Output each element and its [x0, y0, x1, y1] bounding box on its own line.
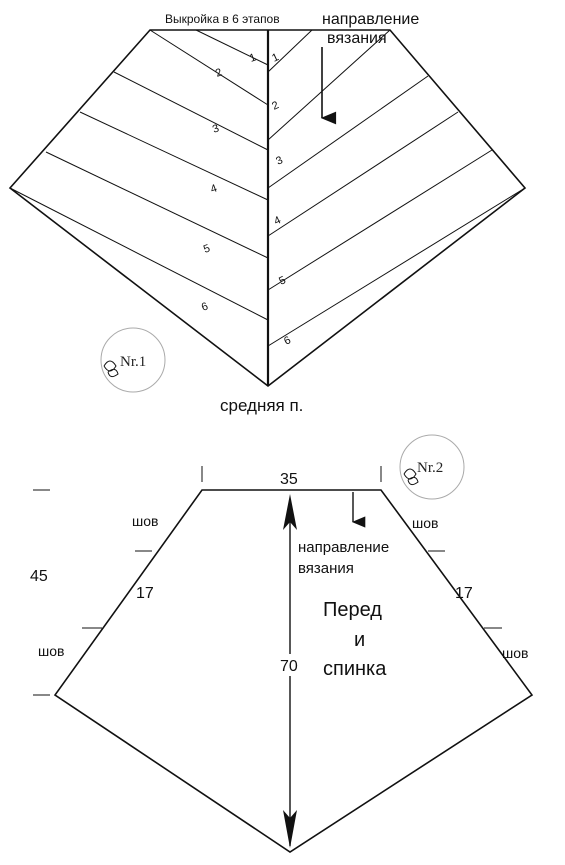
pattern1-stamp: Nr.1 — [100, 327, 166, 393]
left-step-4: 4 — [209, 182, 219, 195]
pattern1-direction-line2: вязания — [327, 30, 387, 47]
stamp-swirl-icon — [403, 468, 419, 486]
right-step-6: 6 — [282, 334, 293, 347]
seam-top-right: шов — [412, 515, 438, 531]
center-label-line1: Перед — [323, 599, 382, 621]
seam-bottom-left: шов — [38, 643, 64, 659]
stamp-swirl-icon — [103, 360, 119, 378]
left-step-6: 6 — [200, 300, 210, 313]
left-step-1: 1 — [248, 51, 258, 64]
length-arrow-top — [283, 494, 297, 530]
length-label: 70 — [280, 658, 298, 675]
pattern2-stamp: Nr.2 — [399, 434, 465, 500]
side-right-label: 17 — [455, 585, 473, 602]
pattern1-bottom-label: средняя п. — [220, 396, 303, 415]
height-left-label: 45 — [30, 568, 48, 585]
pattern1-title: Выкройка в 6 этапов — [165, 12, 280, 26]
left-step-5: 5 — [202, 242, 212, 255]
pattern1-direction-line1: направление — [322, 11, 419, 28]
right-step-1: 1 — [270, 51, 281, 64]
pattern1-left-step-numbers: 1 2 3 4 5 6 — [200, 51, 258, 313]
left-step-3: 3 — [211, 122, 221, 135]
right-step-3: 3 — [274, 154, 285, 167]
pattern2-outline — [53, 489, 534, 853]
seam-top-left: шов — [132, 513, 158, 529]
stamp-circle — [100, 327, 166, 393]
right-step-4: 4 — [272, 214, 283, 227]
pattern-nr2: 35 Nr.2 70 направление вязания Перед и с… — [30, 434, 534, 853]
stamp-label: Nr.2 — [417, 460, 443, 476]
right-step-5: 5 — [277, 274, 288, 287]
center-label-line2: и — [354, 629, 365, 651]
center-label-line3: спинка — [323, 658, 387, 680]
top-width-label: 35 — [280, 471, 298, 488]
pattern-nr1: 1 2 3 4 5 6 1 2 3 4 5 6 Выкройка в 6 эта… — [8, 11, 527, 415]
right-step-2: 2 — [270, 99, 281, 112]
stamp-label: Nr.1 — [120, 354, 146, 370]
pattern2-direction-line1: направление — [298, 539, 389, 556]
left-step-2: 2 — [214, 66, 224, 79]
seam-bottom-right: шов — [502, 645, 528, 661]
pattern1-left-stage-lines — [9, 29, 269, 321]
side-left-label: 17 — [136, 585, 154, 602]
pattern1-right-stage-lines — [267, 29, 526, 347]
length-arrow-bottom — [283, 810, 297, 848]
pattern1-right-step-numbers: 1 2 3 4 5 6 — [270, 51, 293, 347]
pattern2-direction-line2: вязания — [298, 560, 354, 577]
pattern1-outline — [8, 29, 527, 388]
length-label-bg — [278, 654, 304, 676]
